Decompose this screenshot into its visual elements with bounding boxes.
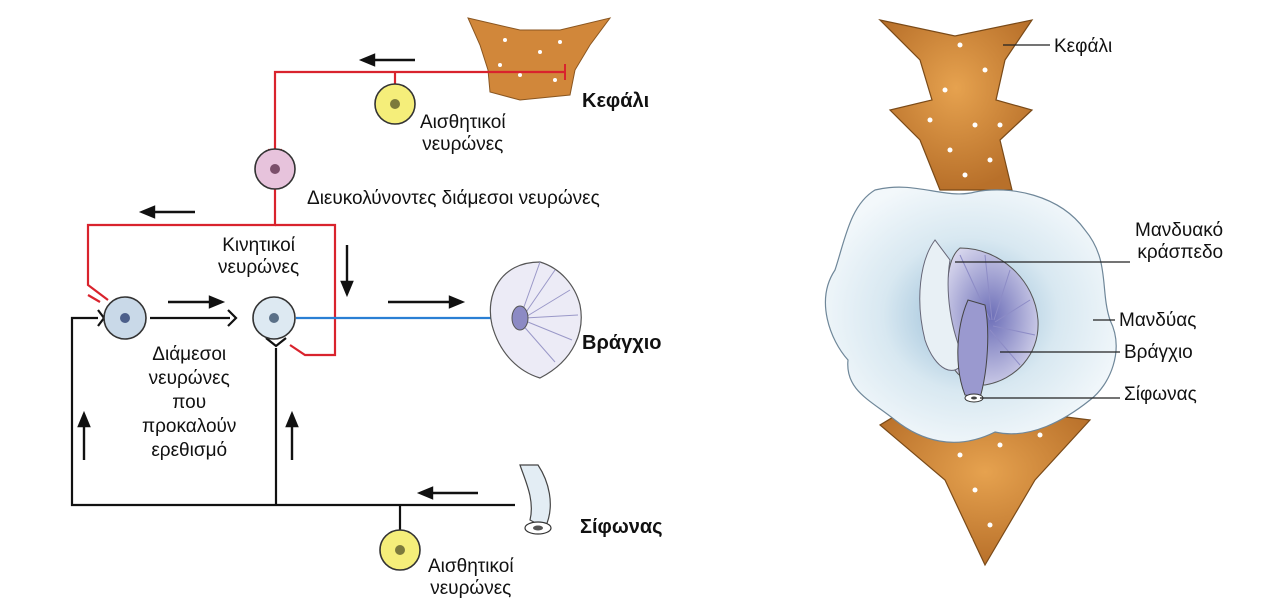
arrow-right-icon (168, 297, 222, 307)
label-head-anatomy: Κεφάλι (1054, 36, 1112, 58)
label-sensory-neurons-top: Αισθητικοί νευρώνες (420, 112, 506, 156)
label-excitatory-interneurons: Διάμεσοι νευρώνες που προκαλούν ερεθισμό (142, 343, 236, 463)
label-motor-neurons: Κινητικοί νευρώνες (218, 235, 299, 279)
arrow-left-icon (362, 55, 415, 65)
label-siphon-circuit: Σίφωνας (580, 516, 663, 538)
sensory-neuron-bottom (380, 530, 420, 570)
facilitating-interneuron (255, 149, 295, 189)
label-mantle: Μανδύας (1119, 310, 1196, 332)
head-tissue-illustration (468, 18, 610, 100)
label-mantle-shelf: Μανδυακό κράσπεδο (1135, 220, 1223, 264)
label-head-circuit: Κεφάλι (582, 90, 649, 112)
arrow-up-icon (287, 414, 297, 460)
anatomy-siphon (958, 300, 988, 402)
neural-circuit (72, 18, 610, 570)
label-sensory-neurons-bottom: Αισθητικοί νευρώνες (428, 556, 514, 600)
label-siphon-anatomy: Σίφωνας (1124, 384, 1197, 406)
aplysia-anatomy (825, 20, 1130, 565)
gill-illustration (490, 262, 581, 378)
label-facilitating-interneurons: Διευκολύνοντες διάμεσοι νευρώνες (307, 188, 600, 210)
excitatory-interneuron (104, 297, 146, 339)
arrow-right-icon (388, 297, 462, 307)
label-gill-circuit: Βράγχιο (582, 332, 662, 354)
arrow-left-icon (142, 207, 195, 217)
motor-neuron (253, 297, 295, 339)
siphon-illustration (520, 465, 551, 534)
label-gill-anatomy: Βράγχιο (1124, 342, 1193, 364)
sensory-neuron-top (375, 84, 415, 124)
arrow-up-icon (79, 414, 89, 460)
arrow-left-icon (420, 488, 478, 498)
arrow-down-icon (342, 245, 352, 294)
